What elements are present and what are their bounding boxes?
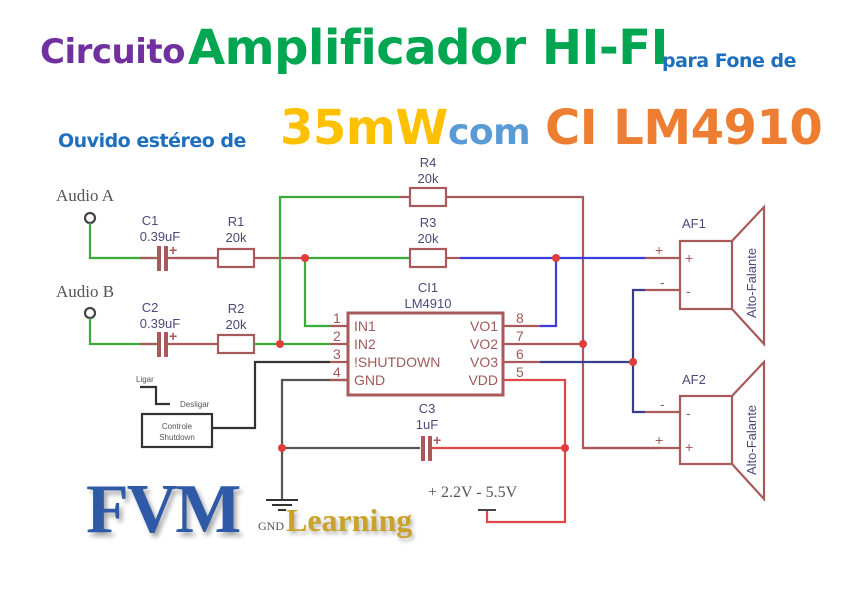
ic-pin-name-shutdown: !SHUTDOWN: [354, 354, 440, 370]
title-word-para-fone: para Fone de: [662, 50, 797, 72]
junction: [276, 340, 284, 348]
junction: [278, 444, 286, 452]
shutdown-off-label: Desligar: [180, 400, 210, 409]
c1-ref: C1: [142, 213, 159, 228]
r1-value: 20k: [226, 230, 247, 245]
c1-value: 0.39uF: [140, 229, 181, 244]
ic-pin-name-in1: IN1: [354, 318, 376, 334]
resistor-r3: [408, 247, 448, 269]
ic-part: LM4910: [405, 296, 452, 311]
title-word-35mw: 35mW: [280, 100, 448, 156]
audio-b-terminal: [83, 306, 97, 320]
title-word-ouvido: Ouvido estéreo de: [58, 130, 246, 152]
af1-minus-outer: -: [660, 274, 665, 290]
ground-symbol: [266, 499, 298, 511]
c3-ref: C3: [419, 401, 436, 416]
title-word-circuito: Circuito: [40, 32, 186, 72]
ic-pin-num-4: 4: [333, 364, 341, 380]
ic-pin-num-6: 6: [516, 346, 524, 362]
ic-pin-num-8: 8: [516, 310, 524, 326]
resistor-r4: [408, 186, 448, 208]
af1-ref: AF1: [682, 216, 706, 231]
title-line-2: Ouvido estéreo de 35mW com CI LM4910: [0, 100, 846, 170]
af2-label: Alto-Falante: [744, 405, 759, 475]
ic-ref: CI1: [418, 280, 438, 295]
title-line-1: Circuito Amplificador HI-FI para Fone de: [0, 20, 846, 90]
af2-minus-inner: -: [686, 405, 691, 421]
ic-pin-num-3: 3: [333, 346, 341, 362]
ic-pin-name-vo1: VO1: [470, 318, 498, 334]
ic-pin-name-gnd: GND: [354, 372, 385, 388]
ic-pin-name-in2: IN2: [354, 336, 376, 352]
c2-value: 0.39uF: [140, 316, 181, 331]
gnd-label: GND: [258, 519, 284, 533]
wire-in1: [303, 258, 330, 328]
logo-learning: Learning: [286, 502, 413, 538]
ic-pin-name-vo2: VO2: [470, 336, 498, 352]
ic-pin-name-vo3: VO3: [470, 354, 498, 370]
audio-a-label: Audio A: [56, 186, 115, 205]
af2-minus-outer: -: [660, 396, 665, 412]
shutdown-box-line1: Controle: [162, 422, 193, 431]
af2-plus-outer: +: [655, 432, 663, 448]
svg-text:+: +: [169, 328, 177, 344]
af1-plus-outer: +: [655, 242, 663, 258]
junction: [552, 254, 560, 262]
wire-shutdown: [212, 360, 330, 430]
audio-b-label: Audio B: [56, 282, 114, 301]
af1-label: Alto-Falante: [744, 248, 759, 318]
ic-pin-num-1: 1: [333, 310, 341, 326]
wire-audio-a: [88, 223, 155, 260]
junction: [629, 358, 637, 366]
supply-label: + 2.2V - 5.5V: [428, 484, 518, 501]
af2-ref: AF2: [682, 372, 706, 387]
r3-ref: R3: [420, 215, 437, 230]
ic-pin-num-2: 2: [333, 328, 341, 344]
r2-value: 20k: [226, 317, 247, 332]
shutdown-control-box: [140, 412, 214, 449]
ic-lm4910-body: [346, 311, 505, 397]
logo-fvm: FVM: [86, 471, 241, 548]
junction: [561, 444, 569, 452]
r3-value: 20k: [418, 231, 439, 246]
wire-vdd: [485, 378, 567, 524]
resistor-r1: [216, 247, 256, 269]
title-word-com: com: [448, 112, 531, 153]
shutdown-on-label: Ligar: [136, 375, 154, 384]
title-word-amplificador: Amplificador HI-FI: [188, 20, 668, 76]
svg-text:+: +: [433, 432, 441, 448]
audio-a-terminal: [83, 211, 97, 225]
speaker-af1: [678, 204, 766, 347]
svg-text:+: +: [169, 242, 177, 258]
wire-vo1: [540, 258, 558, 328]
ic-pin-num-5: 5: [516, 364, 524, 380]
wire-r4-left: [278, 195, 400, 344]
ic-pin-num-7: 7: [516, 328, 524, 344]
shutdown-switch: [140, 385, 170, 406]
junction: [301, 254, 309, 262]
capacitor-c2: [157, 332, 168, 357]
af2-plus-inner: +: [685, 439, 693, 455]
junction: [579, 340, 587, 348]
capacitor-c3: [421, 436, 432, 461]
r4-value: 20k: [418, 171, 439, 186]
capacitor-c1: [157, 246, 168, 271]
r2-ref: R2: [228, 301, 245, 316]
r4-ref: R4: [420, 155, 437, 170]
af1-plus-inner: +: [685, 250, 693, 266]
title-word-ci-lm4910: CI LM4910: [545, 100, 823, 156]
wire-audio-b: [88, 318, 155, 346]
af1-minus-inner: -: [686, 283, 691, 299]
r1-ref: R1: [228, 214, 245, 229]
c3-value: 1uF: [416, 417, 438, 432]
shutdown-box-line2: Shutdown: [159, 433, 195, 442]
resistor-r2: [216, 333, 256, 355]
wire-gnd: [280, 378, 348, 500]
ic-pin-name-vdd: VDD: [468, 372, 498, 388]
c2-ref: C2: [142, 300, 159, 315]
speaker-af2: [678, 359, 766, 502]
junctions: [276, 254, 637, 452]
wire-af-minus: [631, 288, 645, 414]
